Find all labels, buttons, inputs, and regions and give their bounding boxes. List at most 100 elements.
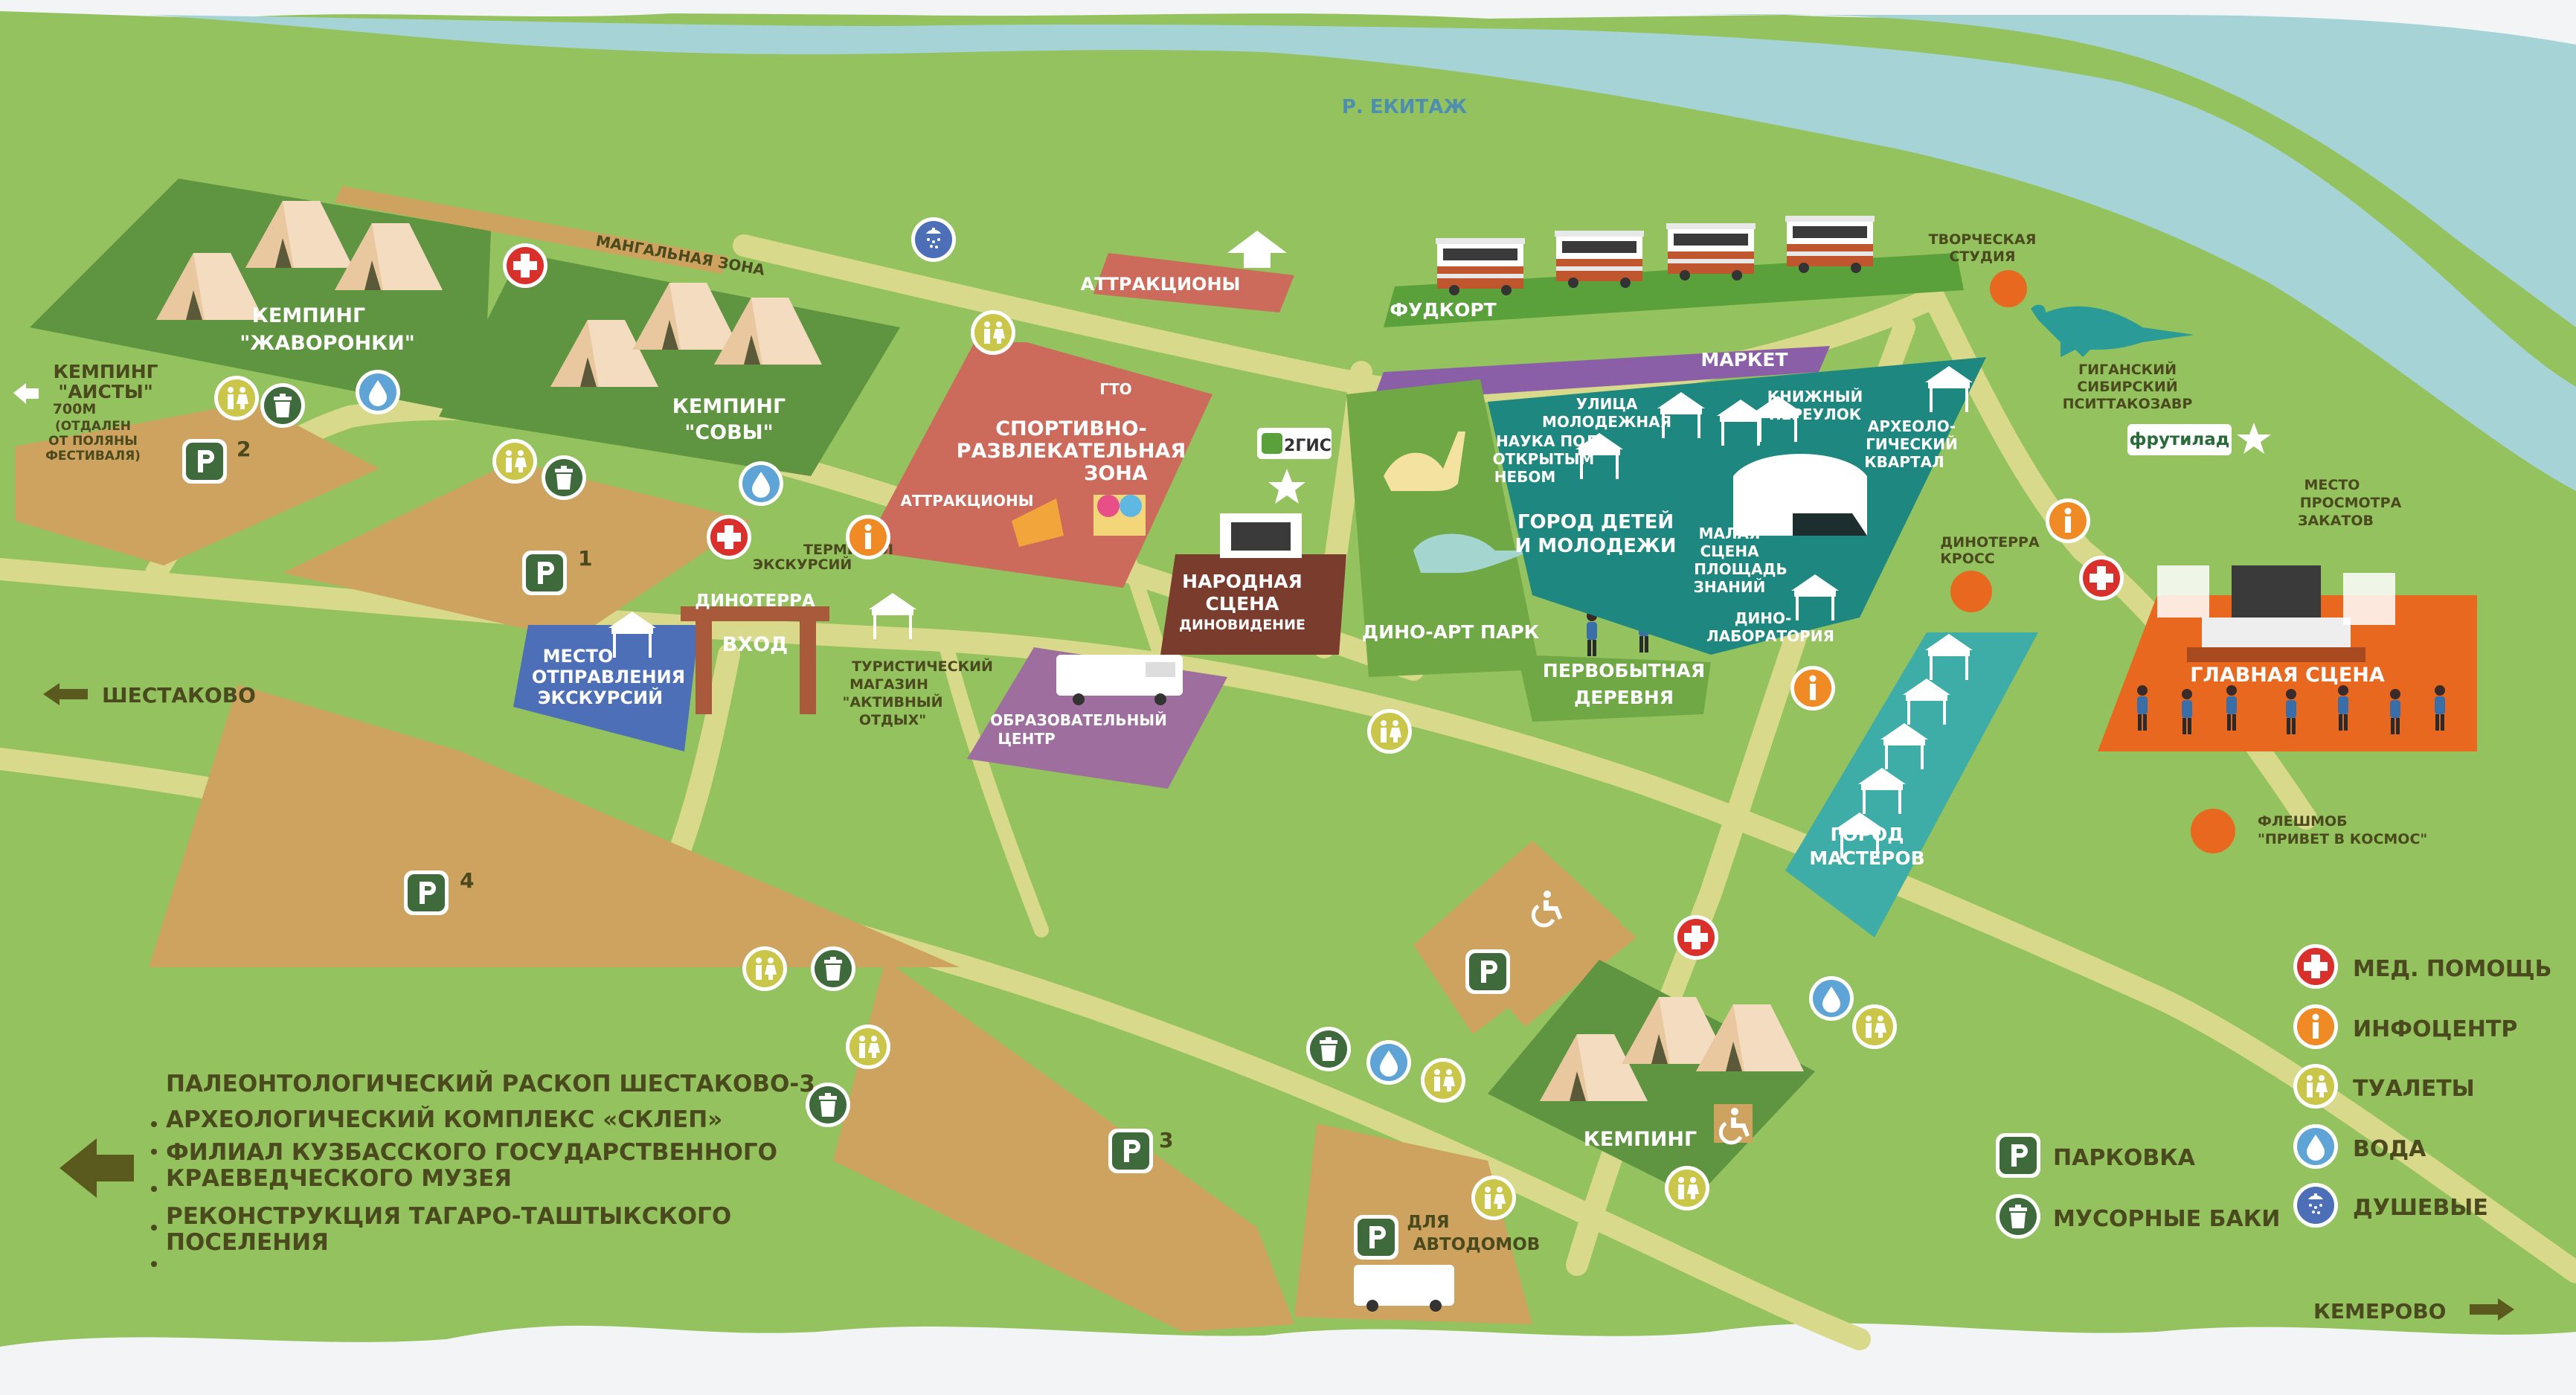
parking-number-3: 3	[1159, 1128, 1173, 1152]
excursions-label-2: ОТПРАВЛЕНИЯ	[532, 667, 685, 687]
dino-label-3: ПСИТТАКОЗАВР	[2063, 396, 2193, 412]
dino-art-label: ДИНО-АРТ ПАРК	[1362, 621, 1540, 643]
flashmob-label-2: "ПРИВЕТ В КОСМОС"	[2258, 831, 2427, 847]
direction-east: КЕМЕРОВО	[2313, 1299, 2446, 1324]
destinations-arrow-icon	[60, 1138, 134, 1198]
water-icon[interactable]	[356, 370, 400, 414]
wheelchair-icon	[1714, 1104, 1753, 1143]
sport-gto-label: ГТО	[1099, 380, 1131, 398]
dinosaur-figure	[2031, 304, 2194, 357]
water-icon[interactable]	[1366, 1040, 1411, 1085]
med-icon[interactable]	[1674, 915, 1718, 960]
camp-sovy-label-2: "СОВЫ"	[684, 421, 773, 444]
toilet-icon[interactable]	[846, 1024, 890, 1069]
parking-number-1: 1	[578, 546, 592, 571]
parking-sign-rv[interactable]	[1354, 1215, 1398, 1260]
trash-icon[interactable]	[542, 455, 586, 500]
toilet-icon[interactable]	[1665, 1166, 1709, 1210]
dino-cross-label-1: ДИНОТЕРРА	[1940, 534, 2040, 551]
dino-label-1: ГИГАНСКИЙ	[2078, 361, 2177, 378]
terminal-label-2: ЭКСКУРСИЙ	[753, 556, 852, 573]
water-icon[interactable]	[739, 461, 783, 506]
aisty-note-3: ФЕСТИВАЛЯ)	[45, 449, 141, 464]
aisty-label-1: КЕМПИНГ	[53, 361, 158, 382]
foodcourt-area	[1384, 253, 1964, 327]
camp-sovy-label-1: КЕМПИНГ	[672, 395, 786, 418]
kids-nauka-3: НЕБОМ	[1494, 468, 1556, 486]
folk-stage-label-2: СЦЕНА	[1206, 593, 1280, 615]
main-stage-area	[2098, 595, 2477, 751]
parking-sign-1[interactable]	[522, 551, 567, 595]
sunset-label-3: ЗАКАТОВ	[2298, 513, 2374, 529]
shop-label-4: ОТДЫХ"	[859, 712, 926, 728]
toilet-icon[interactable]	[742, 946, 787, 991]
kids-arch-1: АРХЕОЛО-	[1868, 417, 1956, 435]
kids-malaya-2: СЦЕНА	[1700, 542, 1759, 560]
legend-shower-label: ДУШЕВЫЕ	[2353, 1195, 2488, 1221]
water-icon[interactable]	[1809, 976, 1854, 1021]
gis-label: 2ГИС	[1284, 437, 1332, 455]
legend-parking-label: ПАРКОВКА	[2053, 1145, 2196, 1171]
info-icon[interactable]	[1790, 666, 1835, 711]
destination-item-3b: КРАЕВЕДЧЕСКОГО МУЗЕЯ	[166, 1165, 512, 1192]
parking-sign-3[interactable]	[1108, 1129, 1153, 1173]
mangal-zone	[335, 186, 729, 274]
med-icon[interactable]	[707, 515, 751, 559]
trash-icon[interactable]	[260, 383, 305, 428]
toilet-icon[interactable]	[492, 439, 537, 484]
destination-item-1: ПАЛЕОНТОЛОГИЧЕСКИЙ РАСКОП ШЕСТАКОВО-3	[166, 1071, 815, 1097]
trash-icon[interactable]	[811, 946, 855, 991]
kids-title-1: ГОРОД ДЕТЕЙ	[1517, 510, 1674, 533]
toilet-icon[interactable]	[1852, 1004, 1897, 1049]
river	[149, 15, 2576, 491]
masters-label-2: МАСТЕРОВ	[1809, 847, 1924, 869]
toilet-icon[interactable]	[1421, 1058, 1465, 1103]
entrance-label: ВХОД	[722, 633, 788, 656]
kids-molodezhnaya-2: МОЛОДЕЖНАЯ	[1542, 413, 1671, 431]
folk-stage-sub-label: ДИНОВИДЕНИЕ	[1179, 617, 1305, 633]
creative-label-1: ТВОРЧЕСКАЯ	[1929, 231, 2037, 248]
sport-label-3: ЗОНА	[1084, 462, 1148, 485]
aisty-arrow-icon	[13, 383, 39, 404]
toilet-icon[interactable]	[214, 376, 259, 420]
destination-item-3: ФИЛИАЛ КУЗБАССКОГО ГОСУДАРСТВЕННОГО	[166, 1139, 777, 1166]
toilet-icon[interactable]	[1471, 1176, 1516, 1220]
gate-sign-label: ДИНОТЕРРА	[695, 591, 815, 611]
toilet-icon[interactable]	[1367, 709, 1412, 754]
legend: МЕД. ПОМОЩЬ ИНФОЦЕНТР ТУАЛЕТЫ ВОДА ДУШЕВ…	[1996, 944, 2552, 1239]
folk-stage-label-1: НАРОДНАЯ	[1182, 571, 1303, 592]
shower-icon[interactable]	[911, 217, 956, 262]
parking-sign-center[interactable]	[1465, 949, 1510, 994]
trash-icon[interactable]	[1306, 1027, 1351, 1071]
aisty-label-2: "АИСТЫ"	[58, 381, 153, 403]
parking-number-2: 2	[237, 437, 251, 461]
sunset-label-1: МЕСТО	[2304, 477, 2360, 493]
info-icon[interactable]	[2046, 498, 2090, 543]
parking-sign-2[interactable]	[182, 439, 227, 484]
dino-label-2: СИБИРСКИЙ	[2077, 378, 2177, 395]
folk-stage-area	[1160, 554, 1346, 655]
med-icon[interactable]	[503, 243, 547, 288]
destination-item-2: АРХЕОЛОГИЧЕСКИЙ КОМПЛЕКС «СКЛЕП»	[166, 1106, 722, 1133]
parking-sign-4[interactable]	[404, 870, 449, 915]
aisty-note-2: ОТ ПОЛЯНЫ	[48, 434, 138, 449]
main-stage-label: ГЛАВНАЯ СЦЕНА	[2190, 664, 2385, 687]
sport-attractions-label: АТТРАКЦИОНЫ	[900, 492, 1033, 510]
dino-cross-label-2: КРОСС	[1940, 551, 1995, 567]
kids-ploshad-2: ЗНАНИЙ	[1694, 578, 1766, 596]
flashmob-label-1: ФЛЕШМОБ	[2258, 813, 2348, 830]
dino-art-park-area	[1346, 379, 1540, 677]
destination-item-4b: ПОСЕЛЕНИЯ	[166, 1229, 329, 1256]
info-icon[interactable]	[846, 515, 890, 559]
kids-nauka-2: ОТКРЫТЫМ	[1493, 450, 1595, 468]
entrance-gate	[681, 606, 829, 714]
legend-toilet-label: ТУАЛЕТЫ	[2353, 1076, 2475, 1102]
direction-west: ШЕСТАКОВО	[102, 683, 256, 708]
med-icon[interactable]	[2079, 556, 2124, 600]
sport-label-1: СПОРТИВНО-	[995, 417, 1147, 440]
excursions-label-3: ЭКСКУРСИЙ	[538, 687, 663, 708]
toilet-icon[interactable]	[971, 310, 1015, 355]
camp-zhavoronki-label-1: КЕМПИНГ	[252, 304, 365, 327]
destination-item-4: РЕКОНСТРУКЦИЯ ТАГАРО-ТАШТЫКСКОГО	[166, 1203, 731, 1230]
